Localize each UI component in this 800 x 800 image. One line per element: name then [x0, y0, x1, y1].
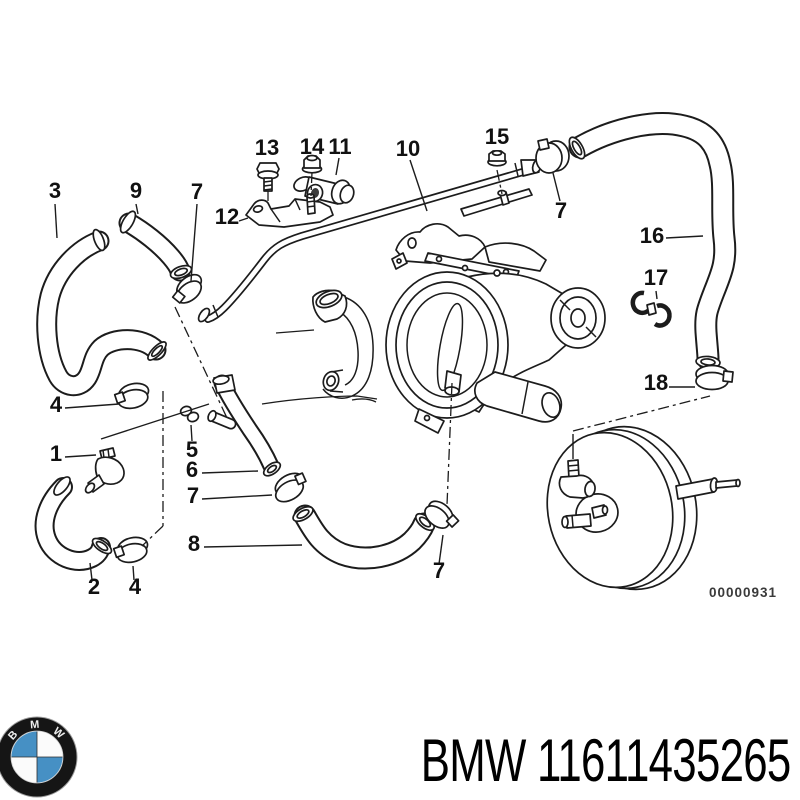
callout-10: 10 — [396, 136, 420, 161]
clamp-18 — [695, 364, 734, 391]
callout-9: 9 — [130, 178, 142, 203]
part-number-text: BMW 11611435265 — [420, 727, 790, 794]
callout-12: 12 — [215, 204, 239, 229]
hose-9 — [118, 210, 193, 282]
y-pipe-6 — [207, 374, 282, 477]
callouts: 3 9 7 13 14 11 10 15 12 7 16 17 18 4 1 5… — [49, 124, 668, 599]
callout-15: 15 — [485, 124, 509, 149]
callout-16: 16 — [640, 223, 664, 248]
brake-booster — [546, 425, 741, 591]
leader-lines — [54, 157, 704, 581]
callout-7d: 7 — [433, 558, 445, 583]
bmw-logo: B M W — [0, 716, 78, 798]
booster-push-rod — [675, 477, 741, 500]
callout-7c: 7 — [187, 483, 199, 508]
clamp-7-hose8 — [424, 500, 460, 529]
svg-text:M: M — [30, 719, 40, 732]
callout-17: 17 — [644, 265, 668, 290]
callout-14: 14 — [300, 134, 325, 159]
callout-11: 11 — [328, 134, 351, 159]
clamp-7-hose9 — [171, 273, 203, 304]
clip-17 — [630, 290, 672, 328]
bracket-12 — [245, 193, 334, 228]
clamp-7-ypipe — [274, 472, 307, 503]
fitting-1 — [84, 447, 125, 494]
hose-3 — [36, 228, 167, 397]
clamp-4-lower — [112, 536, 149, 564]
callout-18: 18 — [644, 370, 668, 395]
vacuum-pipe — [197, 158, 543, 323]
callout-13: 13 — [255, 135, 279, 160]
booster-check-valve — [558, 459, 596, 499]
callout-5: 5 — [186, 437, 198, 462]
callout-6: 6 — [186, 457, 198, 482]
hose-16 — [568, 112, 737, 371]
watermark-id: 00000931 — [709, 585, 777, 600]
callout-1: 1 — [50, 441, 62, 466]
assembly-lines — [141, 169, 711, 547]
bmw-logo-quarter-blue-tl — [11, 731, 37, 757]
clamp-7-pipe10 — [535, 138, 570, 174]
callout-7b: 7 — [555, 198, 567, 223]
callout-4b: 4 — [129, 574, 142, 599]
callout-4a: 4 — [50, 392, 63, 417]
bmw-logo-quarter-blue-br — [37, 757, 63, 783]
clamp-4-upper — [113, 382, 150, 410]
callout-2: 2 — [88, 574, 100, 599]
nut-15 — [487, 149, 507, 167]
callout-7a: 7 — [191, 179, 203, 204]
nut-14 — [301, 154, 323, 174]
hose-2 — [34, 476, 113, 571]
parts-diagram-image: 3 9 7 13 14 11 10 15 12 7 16 17 18 4 1 5… — [34, 112, 777, 600]
throttle-body — [385, 222, 606, 434]
callout-8: 8 — [188, 531, 200, 556]
bolt-13 — [256, 162, 280, 192]
hose-8 — [292, 504, 436, 570]
callout-3: 3 — [49, 178, 61, 203]
coolant-flange — [261, 289, 378, 405]
